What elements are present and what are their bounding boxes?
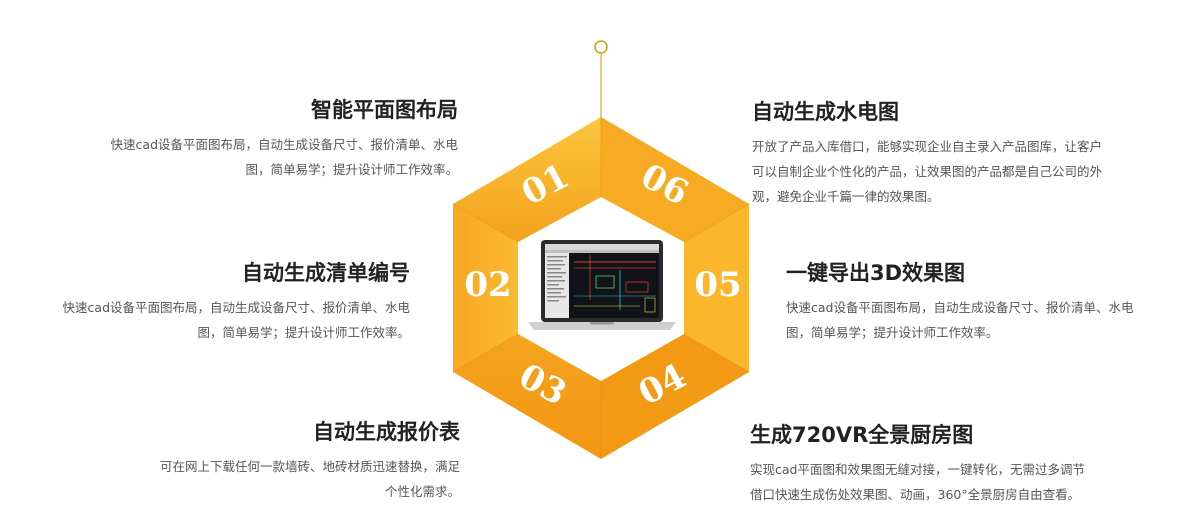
feature-desc-line: 开放了产品入库借口，能够实现企业自主录入产品图库，让客户	[752, 139, 1103, 154]
circle-marker-icon	[594, 40, 608, 54]
segment-04	[601, 334, 749, 459]
feature-description: 实现cad平面图和效果图无缝对接，一键转化，无需过多调节 借口快速生成伤处效果图…	[750, 457, 1150, 507]
feature-desc-line: 观，避免企业千篇一律的效果图。	[752, 189, 940, 204]
feature-title: 生成720VR全景厨房图	[750, 423, 974, 447]
feature-title: 自动生成水电图	[752, 100, 899, 124]
feature-06: 自动生成水电图 开放了产品入库借口，能够实现企业自主录入产品图库，让客户 可以自…	[752, 98, 1152, 209]
feature-description: 可在网上下载任何一款墙砖、地砖材质迅速替换，满足 个性化需求。	[60, 454, 460, 504]
feature-desc-line: 图，简单易学；提升设计师工作效率。	[197, 325, 410, 340]
feature-desc-line: 可以自制企业个性化的产品，让效果图的产品都是自己公司的外	[752, 164, 1103, 179]
segment-06	[601, 117, 749, 242]
number-05: 05	[694, 265, 741, 305]
feature-03: 自动生成报价表 可在网上下载任何一款墙砖、地砖材质迅速替换，满足 个性化需求。	[60, 418, 460, 504]
feature-description: 快速cad设备平面图布局，自动生成设备尺寸、报价清单、水电 图，简单易学；提升设…	[40, 132, 458, 182]
segment-02	[453, 204, 518, 372]
feature-description: 开放了产品入库借口，能够实现企业自主录入产品图库，让客户 可以自制企业个性化的产…	[752, 134, 1152, 209]
feature-desc-line: 图，简单易学；提升设计师工作效率。	[245, 162, 458, 177]
laptop-cad-screen-icon	[528, 240, 676, 330]
feature-desc-line: 快速cad设备平面图布局，自动生成设备尺寸、报价清单、水电	[110, 137, 458, 152]
feature-desc-line: 快速cad设备平面图布局，自动生成设备尺寸、报价清单、水电	[786, 300, 1134, 315]
feature-title: 自动生成清单编号	[242, 261, 410, 285]
feature-description: 快速cad设备平面图布局，自动生成设备尺寸、报价清单、水电 图，简单易学；提升设…	[786, 295, 1191, 345]
feature-title: 一键导出3D效果图	[786, 261, 966, 285]
feature-title: 自动生成报价表	[313, 420, 460, 444]
feature-desc-line: 快速cad设备平面图布局，自动生成设备尺寸、报价清单、水电	[62, 300, 410, 315]
feature-title: 智能平面图布局	[311, 98, 458, 122]
feature-desc-line: 借口快速生成伤处效果图、动画，360°全景厨房自由查看。	[750, 487, 1081, 502]
feature-02: 自动生成清单编号 快速cad设备平面图布局，自动生成设备尺寸、报价清单、水电 图…	[10, 259, 410, 345]
feature-04: 生成720VR全景厨房图 实现cad平面图和效果图无缝对接，一键转化，无需过多调…	[750, 421, 1150, 507]
segment-03	[453, 334, 601, 459]
feature-desc-line: 可在网上下载任何一款墙砖、地砖材质迅速替换，满足	[159, 459, 460, 474]
feature-desc-line: 个性化需求。	[384, 484, 460, 499]
feature-desc-line: 图，简单易学；提升设计师工作效率。	[786, 325, 999, 340]
feature-desc-line: 实现cad平面图和效果图无缝对接，一键转化，无需过多调节	[750, 462, 1085, 477]
feature-05: 一键导出3D效果图 快速cad设备平面图布局，自动生成设备尺寸、报价清单、水电 …	[786, 259, 1191, 345]
feature-01: 智能平面图布局 快速cad设备平面图布局，自动生成设备尺寸、报价清单、水电 图，…	[40, 96, 458, 182]
segment-05	[684, 204, 749, 372]
feature-description: 快速cad设备平面图布局，自动生成设备尺寸、报价清单、水电 图，简单易学；提升设…	[10, 295, 410, 345]
number-02: 02	[464, 265, 511, 305]
segment-01	[453, 117, 601, 242]
